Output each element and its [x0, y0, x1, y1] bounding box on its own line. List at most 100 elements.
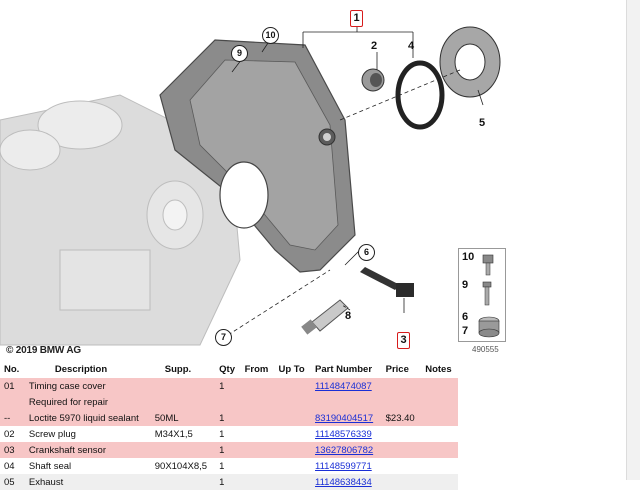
- row-price: [381, 474, 422, 490]
- row-no: --: [0, 410, 25, 426]
- part-number-link[interactable]: 11148638434: [315, 476, 372, 488]
- row-qty: 1: [219, 460, 225, 472]
- small-parts-legend: 10 9 6 7: [458, 248, 506, 342]
- table-row[interactable]: 04 Shaft seal 90X104X8,5 1 11148599771: [0, 458, 458, 474]
- row-qty: [215, 394, 241, 410]
- screw-plug-drawing: [361, 68, 385, 92]
- callout-8[interactable]: 8: [345, 310, 352, 322]
- row-price: [381, 442, 422, 458]
- row-part-number: 11148599771: [311, 458, 382, 474]
- row-part-number: [311, 394, 382, 410]
- row-supp: 90X104X8,5: [154, 460, 208, 472]
- part-number-link[interactable]: 11148576339: [315, 428, 372, 440]
- table-row[interactable]: Required for repair: [0, 394, 458, 410]
- callout-6[interactable]: 6: [358, 244, 375, 261]
- diagram-illustration: [0, 26, 501, 346]
- row-description: Required for repair: [24, 394, 151, 410]
- callout-3[interactable]: 3: [397, 332, 410, 349]
- figure-id: 490555: [472, 345, 499, 354]
- row-from: [240, 378, 275, 394]
- crankshaft-sensor-drawing: [360, 267, 414, 297]
- legend-num-10: 10: [462, 251, 475, 263]
- callout-1[interactable]: 1: [350, 10, 363, 27]
- row-no: 04: [4, 460, 15, 472]
- callout-9[interactable]: 9: [231, 45, 248, 62]
- row-up-to: [274, 474, 312, 490]
- row-supp: [150, 442, 216, 458]
- row-description: Exhaust: [24, 474, 151, 490]
- legend-parts-drawing: [478, 254, 500, 338]
- page-scrollbar[interactable]: [626, 0, 640, 480]
- row-description: Loctite 5970 liquid sealant: [24, 410, 151, 426]
- row-from: [240, 410, 275, 426]
- row-notes: [421, 378, 458, 394]
- row-no: 05: [0, 474, 25, 490]
- row-from: [240, 442, 275, 458]
- row-supp: [150, 474, 216, 490]
- legend-num-9: 9: [462, 279, 469, 291]
- row-supp: M34X1,5: [154, 428, 193, 440]
- row-up-to: [274, 442, 312, 458]
- part-number-link[interactable]: 11148599771: [315, 460, 372, 472]
- row-price: $23.40: [381, 410, 422, 426]
- row-from: [240, 474, 275, 490]
- row-description: Screw plug: [28, 428, 76, 440]
- row-description: Timing case cover: [24, 378, 151, 394]
- row-notes: [421, 426, 458, 442]
- row-qty: 1: [215, 378, 241, 394]
- col-up-to: Up To: [274, 361, 312, 378]
- col-notes: Notes: [421, 361, 458, 378]
- shaft-seal-drawing: [395, 60, 445, 130]
- part-number-link[interactable]: 83190404517: [315, 412, 374, 424]
- row-description: Crankshaft sensor: [24, 442, 151, 458]
- row-price: [381, 394, 422, 410]
- legend-num-6: 6: [462, 311, 469, 323]
- row-part-number: 11148474087: [311, 378, 382, 394]
- callout-10[interactable]: 10: [262, 27, 279, 44]
- exhaust-disc-drawing: [439, 26, 501, 98]
- part-number-link[interactable]: 13627806782: [315, 444, 374, 456]
- row-description: Shaft seal: [28, 460, 72, 472]
- parts-diagram: 1 2 4 5 9 10 6 7 8 3 © 2019 BMW AG: [0, 10, 501, 356]
- col-qty: Qty: [215, 361, 241, 378]
- row-from: [241, 458, 275, 474]
- row-supp: [150, 378, 216, 394]
- row-notes: [421, 474, 458, 490]
- row-qty: 1: [219, 428, 225, 440]
- col-supp: Supp.: [150, 361, 216, 378]
- legend-num-7: 7: [462, 325, 469, 337]
- callout-7[interactable]: 7: [215, 329, 232, 346]
- row-supp: [150, 394, 216, 410]
- callout-4[interactable]: 4: [408, 40, 415, 52]
- row-from: [241, 426, 275, 442]
- timing-case-cover-drawing: [159, 39, 356, 273]
- row-up-to: [274, 426, 311, 442]
- engine-block-drawing: [0, 94, 241, 346]
- col-price: Price: [381, 361, 422, 378]
- part-number-link[interactable]: 11148474087: [315, 380, 372, 392]
- col-part-number: Part Number: [311, 361, 382, 378]
- row-notes: [421, 410, 458, 426]
- callout-2[interactable]: 2: [371, 40, 378, 52]
- row-up-to: [274, 394, 312, 410]
- row-part-number: 83190404517: [311, 410, 382, 426]
- row-price: [382, 426, 422, 442]
- row-no: 01: [0, 378, 25, 394]
- row-qty: 1: [215, 474, 241, 490]
- parts-table: No. Description Supp. Qty From Up To Par…: [0, 361, 458, 490]
- row-no: 03: [0, 442, 25, 458]
- callout-5[interactable]: 5: [479, 117, 486, 129]
- col-no: No.: [0, 361, 25, 378]
- row-from: [240, 394, 275, 410]
- row-part-number: 11148576339: [311, 426, 382, 442]
- col-from: From: [240, 361, 275, 378]
- row-up-to: [274, 410, 312, 426]
- row-part-number: 13627806782: [311, 442, 382, 458]
- row-qty: 1: [215, 410, 241, 426]
